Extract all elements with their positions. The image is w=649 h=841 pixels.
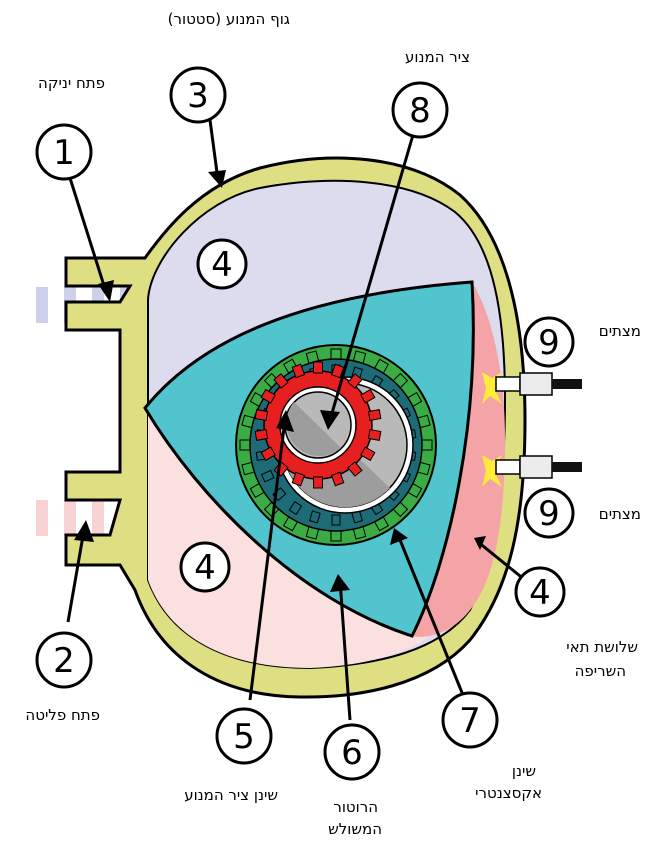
spark-plug-bottom bbox=[482, 455, 582, 487]
svg-text:4: 4 bbox=[194, 548, 216, 588]
gear-tooth bbox=[368, 430, 380, 441]
label-engine-body: גוף המנוע (סטטור) bbox=[168, 10, 290, 28]
label-combustion-chambers-2: השריפה bbox=[575, 662, 626, 680]
callout-4-intake: 4 bbox=[198, 240, 246, 288]
callout-6: 6 bbox=[325, 725, 379, 779]
callout-4-combustion: 4 bbox=[516, 568, 564, 616]
svg-text:1: 1 bbox=[53, 133, 75, 173]
gear-tooth bbox=[255, 410, 267, 421]
label-rotor-1: הרוטור bbox=[333, 798, 378, 816]
svg-text:4: 4 bbox=[529, 573, 551, 613]
label-intake-port: פתח יניקה bbox=[38, 74, 105, 92]
callout-8: 8 bbox=[393, 83, 447, 137]
gear-tooth bbox=[255, 430, 267, 441]
gear-tooth bbox=[314, 362, 323, 373]
gear-tooth bbox=[368, 410, 380, 421]
label-combustion-chambers-1: שלושת תאי bbox=[566, 638, 638, 656]
callout-9-bottom: 9 bbox=[525, 489, 573, 537]
svg-text:9: 9 bbox=[538, 323, 560, 363]
gear-tooth bbox=[314, 477, 323, 488]
label-spark-plugs-top: מצתים bbox=[599, 322, 641, 340]
callout-5: 5 bbox=[217, 709, 271, 763]
label-spark-plugs-bottom: מצתים bbox=[599, 505, 641, 523]
label-shaft-gear: שינן ציר המנוע bbox=[184, 786, 278, 804]
callout-7: 7 bbox=[443, 693, 497, 747]
svg-text:6: 6 bbox=[341, 733, 363, 773]
gear-tooth bbox=[332, 515, 340, 525]
svg-text:5: 5 bbox=[233, 717, 255, 757]
callout-3: 3 bbox=[171, 68, 225, 122]
callout-9-top: 9 bbox=[525, 318, 573, 366]
label-engine-shaft: ציר המנוע bbox=[405, 48, 470, 66]
svg-text:4: 4 bbox=[211, 245, 233, 285]
label-eccentric-gear-2: אקסצנטרי bbox=[475, 784, 542, 802]
svg-text:8: 8 bbox=[409, 91, 431, 131]
callout-4-exhaust: 4 bbox=[181, 543, 229, 591]
callout-2: 2 bbox=[37, 633, 91, 687]
svg-text:2: 2 bbox=[53, 641, 75, 681]
label-exhaust-port: פתח פליטה bbox=[25, 706, 100, 724]
svg-text:9: 9 bbox=[538, 494, 560, 534]
label-rotor-2: המשולש bbox=[328, 820, 382, 838]
label-eccentric-gear-1: שינן bbox=[512, 762, 536, 780]
callout-1: 1 bbox=[37, 125, 91, 179]
svg-text:3: 3 bbox=[187, 76, 209, 116]
spark-plug-top bbox=[482, 372, 582, 404]
svg-text:7: 7 bbox=[459, 701, 481, 741]
